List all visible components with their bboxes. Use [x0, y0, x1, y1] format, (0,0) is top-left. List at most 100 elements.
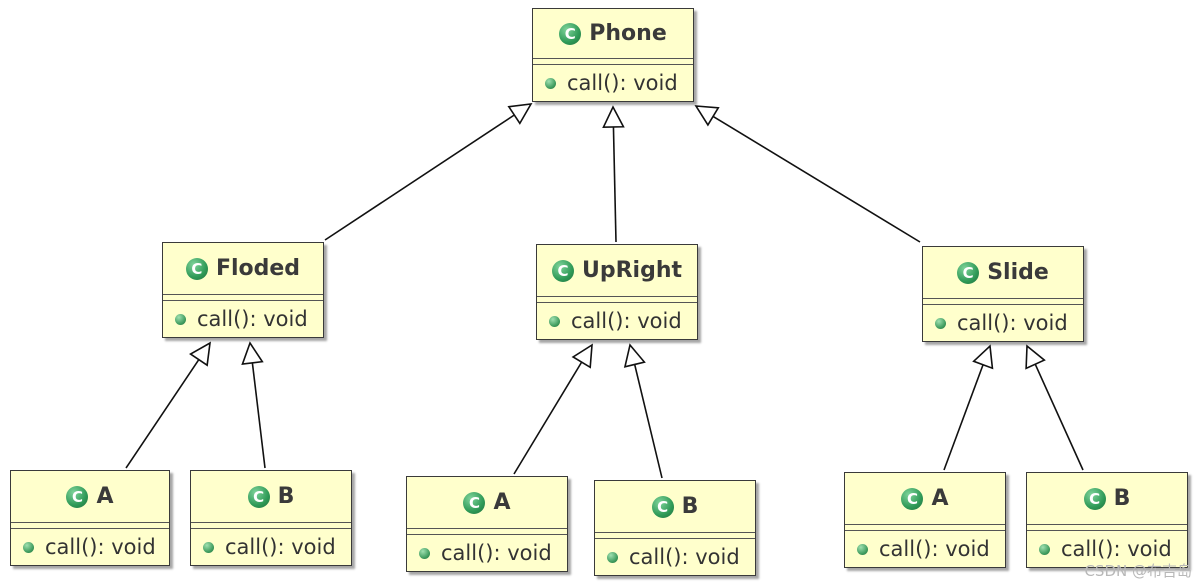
inheritance-line-upright-to-phone: [612, 126, 617, 243]
method-signature: call(): void: [957, 311, 1068, 335]
inheritance-line-upright-b-to-upright: [633, 364, 663, 479]
public-method-icon: [607, 551, 618, 563]
public-method-icon: [549, 315, 560, 327]
class-name: Phone: [589, 21, 667, 46]
attribute-compartment: [537, 297, 697, 303]
class-box-phone[interactable]: C Phone call(): void: [532, 8, 694, 102]
class-icon: C: [66, 485, 89, 508]
inheritance-arrowhead-slide: [694, 105, 720, 127]
class-icon: C: [463, 491, 486, 514]
public-method-icon: [545, 77, 556, 89]
class-name: A: [931, 486, 949, 511]
inheritance-line-floded-to-phone: [324, 114, 515, 241]
method-signature: call(): void: [571, 309, 682, 333]
inheritance-line-upright-a-to-upright: [513, 361, 583, 475]
method-signature: call(): void: [629, 545, 740, 569]
method-signature: call(): void: [1061, 537, 1172, 561]
method-compartment: call(): void: [537, 303, 697, 339]
attribute-compartment: [11, 523, 169, 529]
class-header: C Slide: [923, 247, 1083, 299]
class-name: B: [681, 494, 699, 519]
method-signature: call(): void: [225, 535, 336, 559]
inheritance-line-floded-b-to-floded: [251, 362, 266, 469]
class-icon: C: [1083, 487, 1106, 510]
public-method-icon: [1039, 543, 1050, 555]
inheritance-arrowhead-upright: [602, 105, 625, 129]
class-icon: C: [185, 257, 208, 280]
class-name: B: [1113, 486, 1131, 511]
method-compartment: call(): void: [163, 301, 323, 337]
class-icon: C: [551, 259, 574, 282]
attribute-compartment: [923, 299, 1083, 305]
public-method-icon: [935, 317, 946, 329]
inheritance-arrowhead-floded-b: [241, 341, 264, 365]
attribute-compartment: [191, 523, 351, 529]
inheritance-line-floded-a-to-floded: [125, 359, 200, 469]
method-compartment: call(): void: [11, 529, 169, 565]
attribute-compartment: [163, 295, 323, 301]
method-compartment: call(): void: [1027, 531, 1187, 567]
method-compartment: call(): void: [595, 539, 755, 575]
class-icon: C: [559, 22, 582, 45]
inheritance-line-slide-a-to-slide: [943, 364, 984, 471]
method-signature: call(): void: [197, 307, 308, 331]
class-header: C UpRight: [537, 245, 697, 297]
inheritance-arrowhead-slide-b: [1025, 344, 1046, 370]
attribute-compartment: [407, 529, 567, 535]
inheritance-line-slide-to-phone: [712, 115, 921, 243]
attribute-compartment: [845, 525, 1005, 531]
attribute-compartment: [1027, 525, 1187, 531]
class-name: A: [96, 484, 114, 509]
public-method-icon: [175, 313, 186, 325]
method-compartment: call(): void: [923, 305, 1083, 341]
class-box-floded[interactable]: C Floded call(): void: [162, 242, 324, 338]
method-compartment: call(): void: [533, 65, 693, 101]
class-box-upright[interactable]: C UpRight call(): void: [536, 244, 698, 340]
class-name: Slide: [987, 260, 1049, 285]
inheritance-line-slide-b-to-slide: [1034, 363, 1084, 471]
class-icon: C: [247, 485, 270, 508]
method-signature: call(): void: [567, 71, 678, 95]
class-name: UpRight: [581, 258, 683, 283]
public-method-icon: [419, 547, 430, 559]
method-signature: call(): void: [879, 537, 990, 561]
method-signature: call(): void: [441, 541, 552, 565]
class-name: Floded: [215, 256, 301, 281]
inheritance-arrowhead-floded-a: [189, 341, 211, 367]
method-compartment: call(): void: [407, 535, 567, 571]
class-name: B: [277, 484, 295, 509]
method-signature: call(): void: [45, 535, 156, 559]
class-icon: C: [901, 487, 924, 510]
method-compartment: call(): void: [191, 529, 351, 565]
class-header: C Phone: [533, 9, 693, 59]
inheritance-arrowhead-slide-a: [972, 344, 994, 370]
public-method-icon: [203, 541, 214, 553]
class-box-slide[interactable]: C Slide call(): void: [922, 246, 1084, 342]
class-header: C Floded: [163, 243, 323, 295]
attribute-compartment: [533, 59, 693, 65]
method-compartment: call(): void: [845, 531, 1005, 567]
watermark-text: CSDN @布吉岛: [1084, 562, 1192, 580]
attribute-compartment: [595, 533, 755, 539]
inheritance-arrowhead-upright-b: [623, 343, 646, 368]
inheritance-arrowhead-upright-a: [571, 343, 593, 369]
public-method-icon: [857, 543, 868, 555]
class-name: A: [493, 490, 511, 515]
inheritance-arrowhead-floded: [507, 103, 533, 125]
class-icon: C: [957, 261, 980, 284]
class-icon: C: [651, 495, 674, 518]
public-method-icon: [23, 541, 34, 553]
